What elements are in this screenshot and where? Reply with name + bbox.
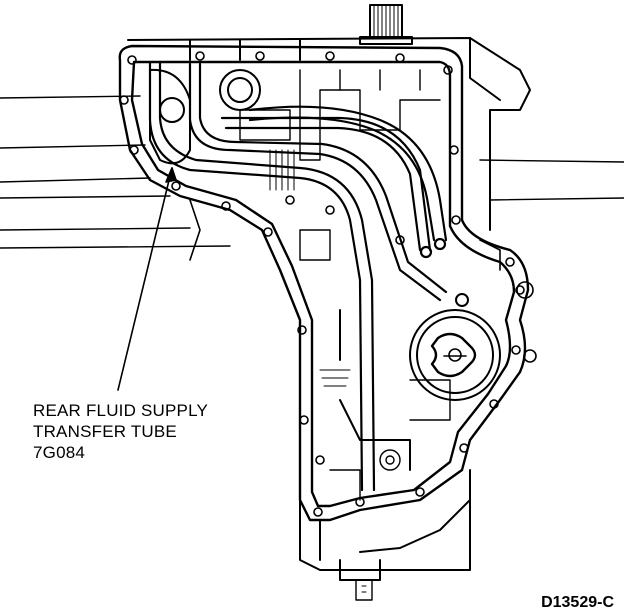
part-callout-label: REAR FLUID SUPPLY TRANSFER TUBE 7G084 — [33, 400, 208, 463]
output-shaft — [359, 4, 413, 45]
callout-line-1: REAR FLUID SUPPLY — [33, 401, 209, 420]
fluid-tubes — [148, 60, 448, 492]
internal-detail — [189, 69, 451, 501]
callout-leader — [117, 167, 177, 391]
case-upper-body — [127, 37, 531, 231]
figure-reference: D13529-C — [541, 594, 614, 611]
right-bosses — [479, 239, 537, 363]
case-lower-body — [299, 309, 471, 601]
left-boss — [149, 68, 261, 165]
callout-line-2: TRANSFER TUBE — [33, 422, 177, 441]
servo-cover — [409, 293, 501, 401]
gasket-outline — [118, 44, 530, 522]
background-lines — [0, 95, 624, 249]
callout-line-3: 7G084 — [33, 443, 86, 462]
gasket-bolts — [119, 51, 525, 517]
